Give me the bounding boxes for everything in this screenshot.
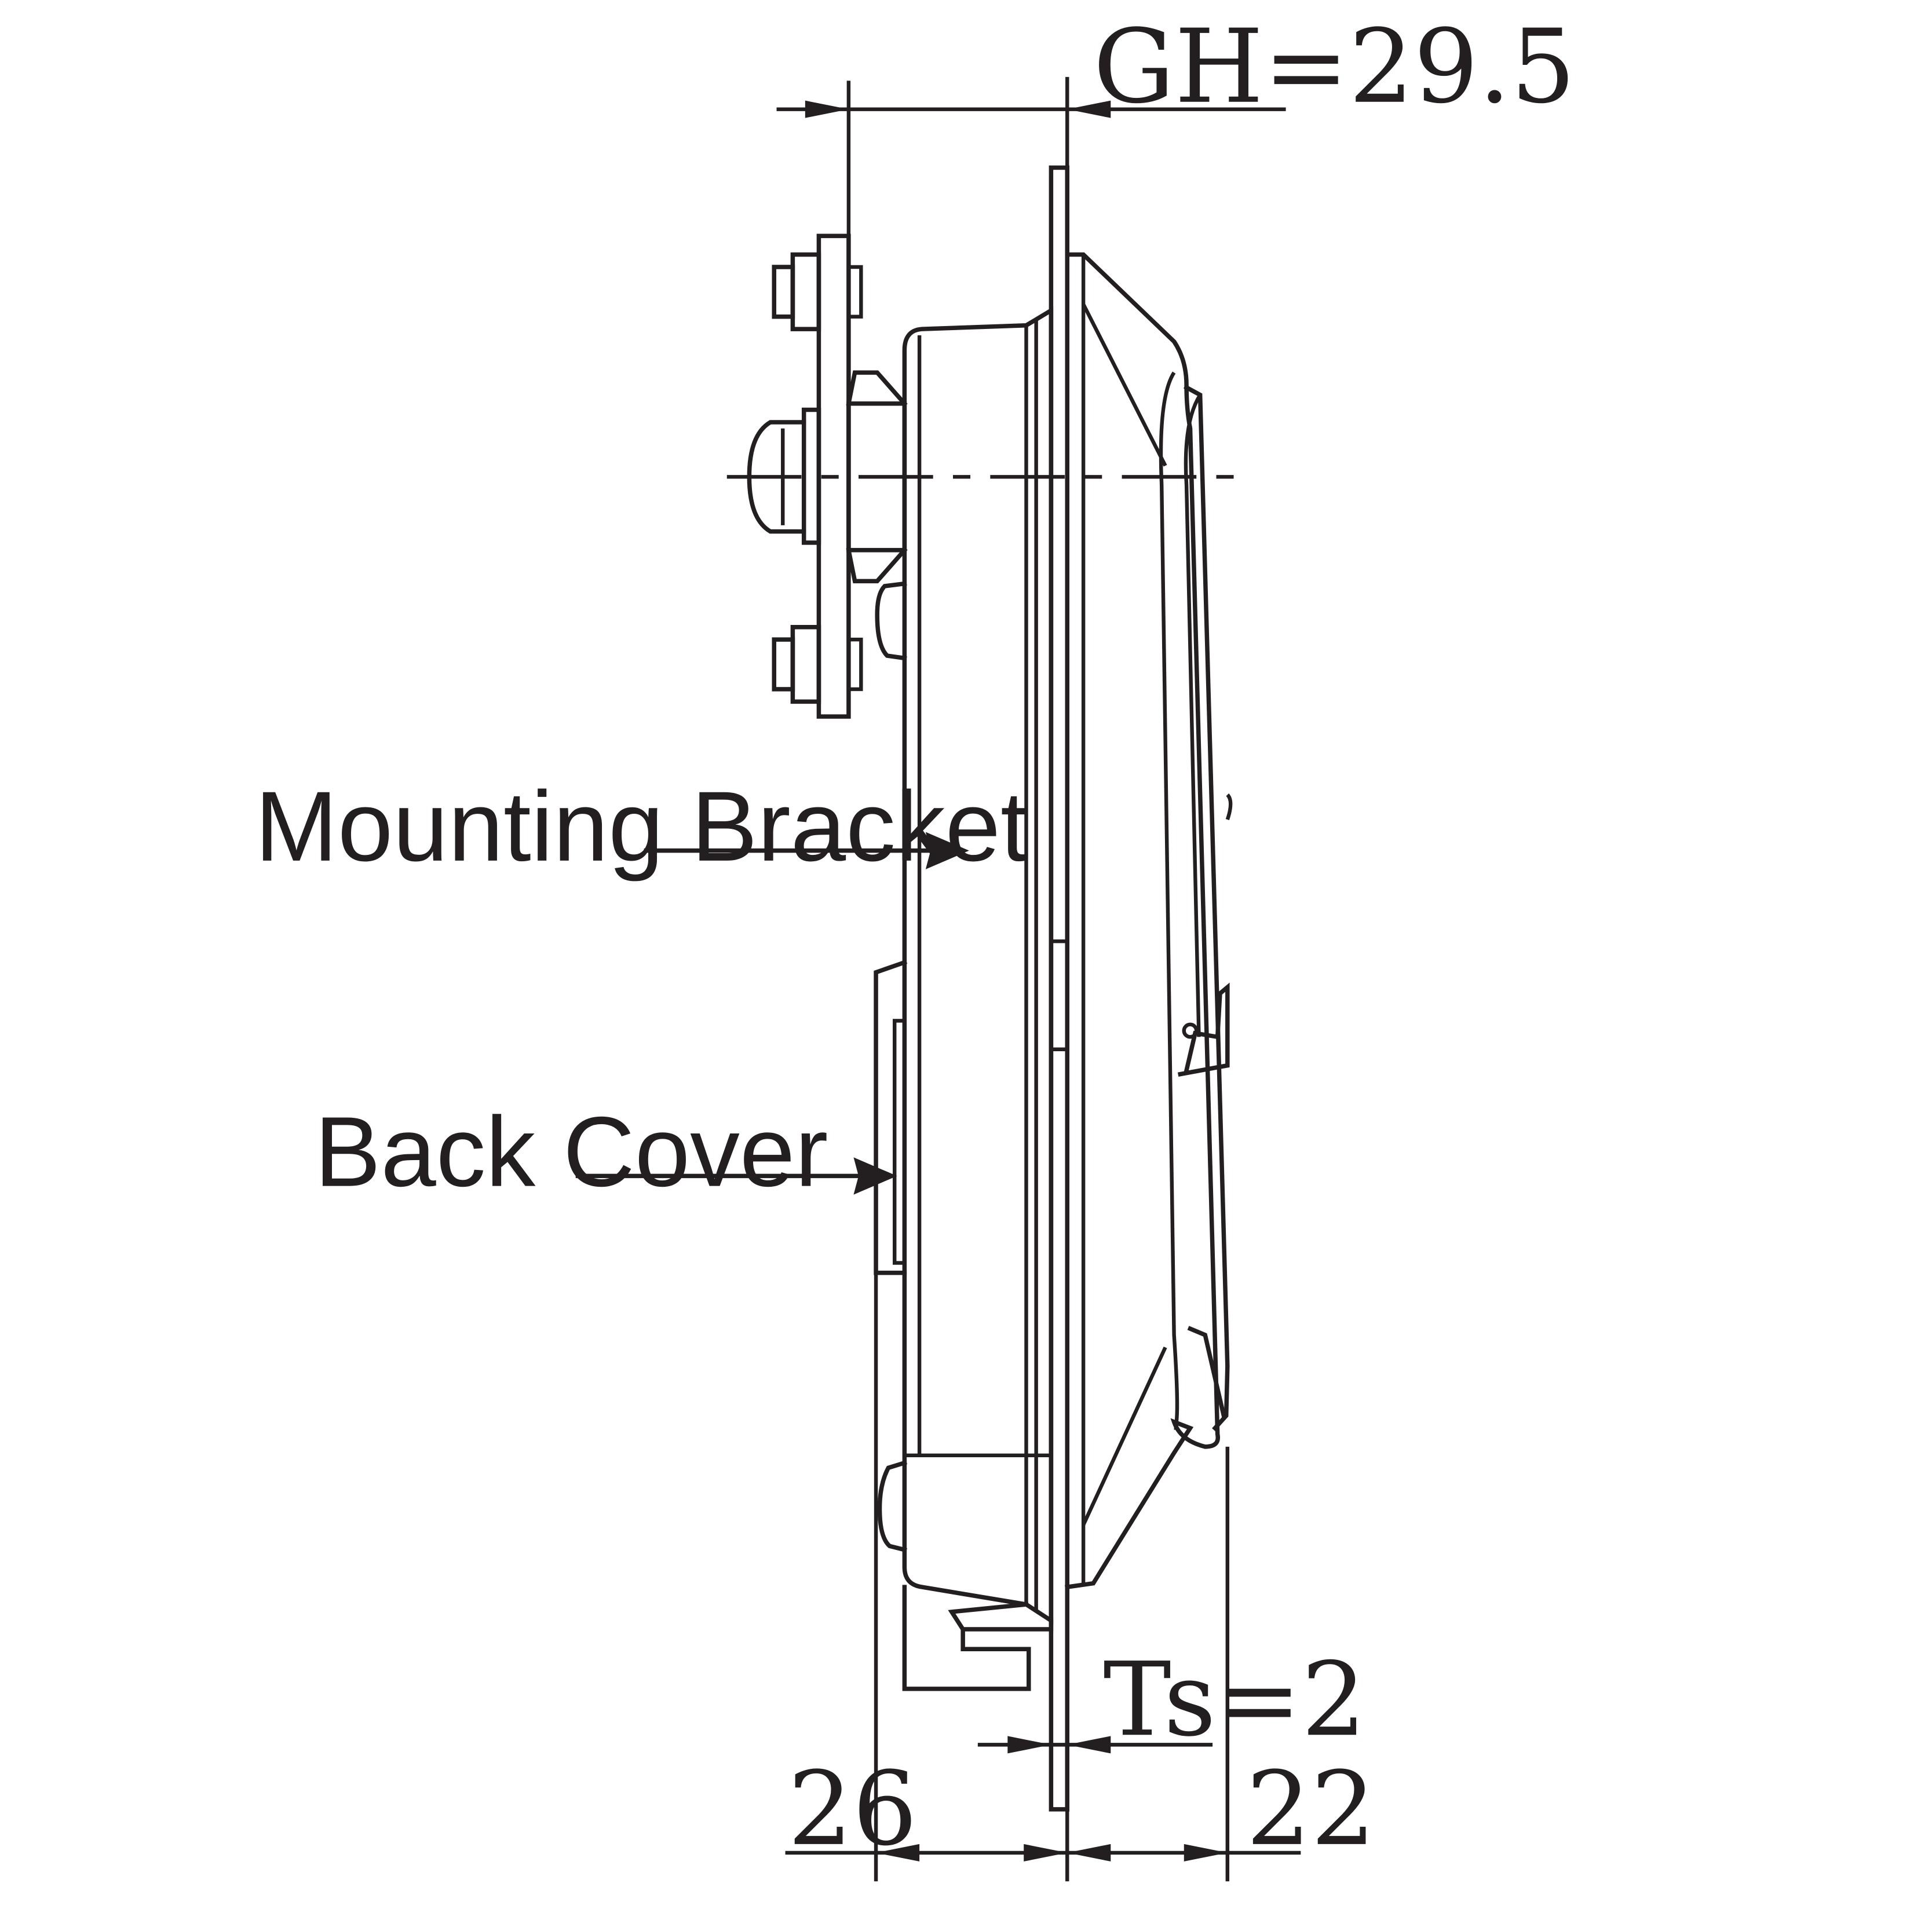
front-plate-outline: [1049, 165, 1069, 1812]
right-depth-label: 22: [1246, 1750, 1376, 1868]
gh-arrow-right: [1067, 100, 1111, 118]
housing-outline: [902, 306, 1054, 1625]
top-fitting: [772, 252, 863, 331]
ts-dimension: Ts=2: [977, 1641, 1366, 1759]
back-cover-outline: [874, 959, 908, 1275]
back-cover-label: Back Cover: [315, 1097, 828, 1208]
gh-dimension: GH=29.5: [776, 8, 1576, 236]
back-cover-callout: Back Cover: [315, 1097, 897, 1208]
ts-arrow-right: [1067, 1736, 1111, 1754]
back-cover-arrowhead: [853, 1157, 897, 1195]
gh-arrow-left: [805, 100, 849, 118]
back-cover: [874, 959, 908, 1275]
mounting-bracket-label: Mounting Bracket: [255, 771, 1028, 882]
mounting-bracket-callout: Mounting Bracket: [255, 771, 1028, 882]
main-housing: [877, 306, 1054, 1625]
front-device: [1064, 252, 1233, 1590]
rear-plate: [747, 233, 908, 719]
front-plate: [1049, 165, 1069, 1812]
mounting-bracket-arrowhead: [925, 832, 969, 869]
gh-label: GH=29.5: [1093, 8, 1575, 126]
bottom-hook: [902, 1585, 1054, 1691]
ts-label: Ts=2: [1103, 1641, 1366, 1759]
front-device-outline: [1064, 252, 1221, 1590]
ts-arrow-left: [1007, 1736, 1051, 1754]
left-depth-label: 26: [788, 1750, 918, 1868]
bottom-fitting: [772, 624, 863, 704]
depth-dimensions: 26 22: [785, 1272, 1376, 1882]
